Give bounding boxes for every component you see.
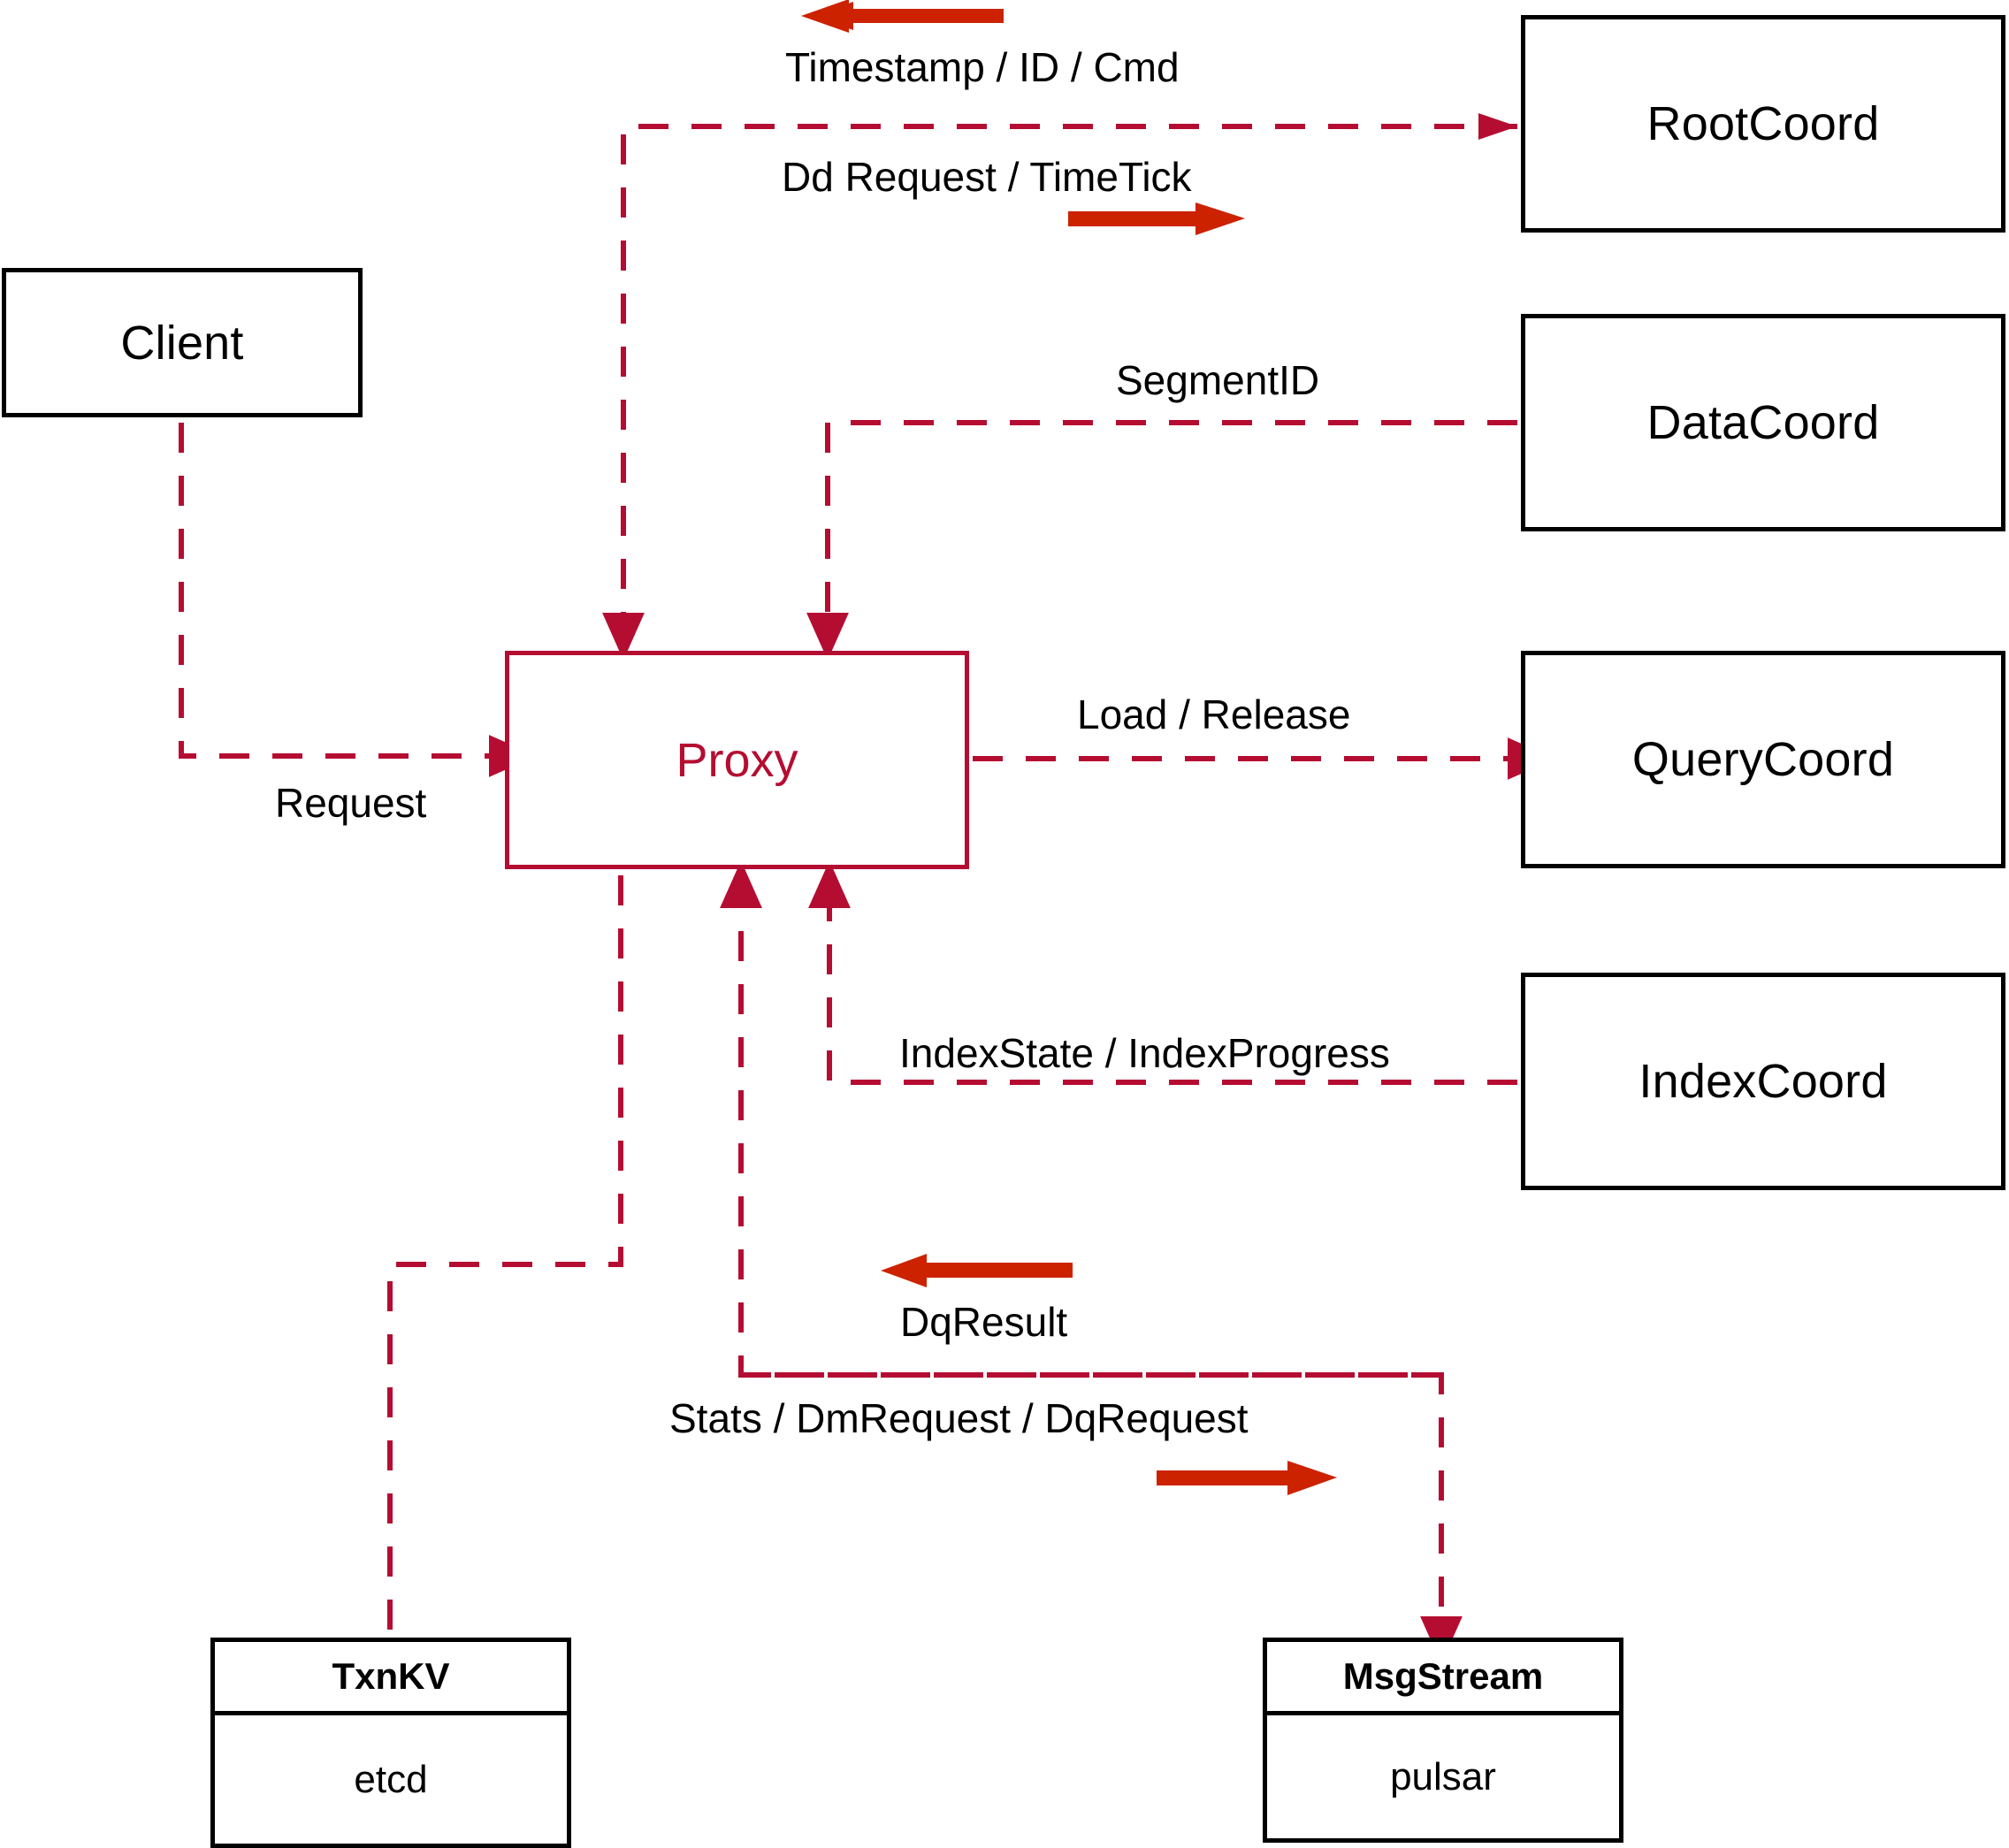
node-indexcoord-label: IndexCoord [1639, 1055, 1888, 1108]
edge-label-timestamp-id-cmd: Timestamp / ID / Cmd [785, 44, 1180, 90]
edge-client-to-proxy [179, 423, 537, 777]
node-proxy-label: Proxy [676, 733, 798, 787]
node-proxy[interactable]: Proxy [505, 651, 969, 869]
edge-proxy-to-rootcoord-arrowhead [1478, 113, 1517, 140]
edge-label-stats-dm-dq: Stats / DmRequest / DqRequest [669, 1395, 1249, 1441]
edge-label-dq-result: DqResult [900, 1299, 1068, 1345]
edge-label-dd-request-timetick: Dd Request / TimeTick [782, 154, 1192, 200]
node-client-label: Client [120, 316, 244, 370]
edge-datacoord-to-proxy [806, 420, 1517, 661]
node-datacoord[interactable]: DataCoord [1521, 314, 2005, 531]
node-rootcoord[interactable]: RootCoord [1521, 15, 2005, 233]
node-msgstream[interactable]: MsgStream pulsar [1263, 1638, 1623, 1843]
direction-arrow-ddrequest-right [1068, 202, 1245, 235]
direction-arrow-timestamp-left [801, 0, 1004, 33]
edge-msgstream-to-proxy [720, 860, 1441, 1378]
node-querycoord[interactable]: QueryCoord [1521, 651, 2005, 868]
node-txnkv[interactable]: TxnKV etcd [210, 1638, 571, 1848]
edge-label-request: Request [275, 780, 427, 826]
node-client[interactable]: Client [2, 268, 363, 417]
edge-proxy-to-txnkv [387, 875, 623, 1638]
node-rootcoord-label: RootCoord [1646, 97, 1880, 150]
node-datacoord-label: DataCoord [1646, 396, 1880, 449]
node-msgstream-title: MsgStream [1267, 1642, 1619, 1715]
edge-rootcoord-to-proxy [602, 124, 1517, 661]
node-indexcoord[interactable]: IndexCoord [1521, 973, 2005, 1190]
direction-arrow-stats-right [1157, 1461, 1337, 1495]
node-querycoord-label: QueryCoord [1631, 733, 1895, 786]
node-txnkv-title: TxnKV [215, 1642, 567, 1715]
edge-label-segment-id: SegmentID [1116, 357, 1320, 403]
edge-label-index-state: IndexState / IndexProgress [899, 1030, 1390, 1076]
direction-arrow-dqresult-left [881, 1254, 1073, 1287]
node-msgstream-impl: pulsar [1390, 1754, 1496, 1798]
edge-label-load-release: Load / Release [1077, 691, 1351, 737]
node-txnkv-impl: etcd [354, 1757, 428, 1801]
